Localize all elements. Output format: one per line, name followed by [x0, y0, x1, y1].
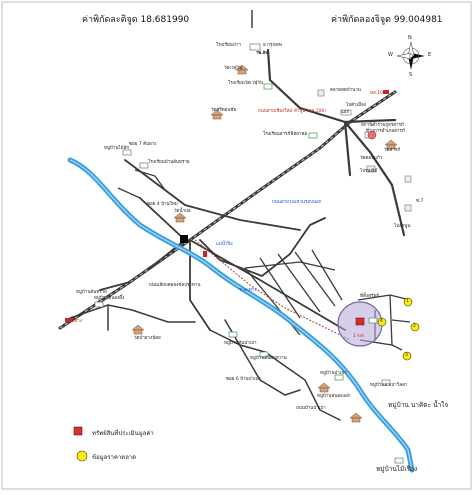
- comparable-number-4: 4: [380, 319, 383, 324]
- label-village-ban-nong: หมู่บ้านหนองแฝก: [317, 394, 351, 399]
- compass-north: N: [408, 35, 412, 41]
- legend-subject-swatch: [73, 426, 83, 436]
- label-village-bottom: หมู่บ้านไม้เรือง: [376, 465, 418, 473]
- label-market: ตลาดสดบ้านวน: [330, 88, 361, 93]
- legend-comparable-label: ข้อมูลราคาตลาด: [92, 454, 137, 461]
- comparable-marker-3: [402, 351, 412, 361]
- road-ring: [124, 159, 301, 231]
- label-soi-7: ซอย 7 ต้นยาง: [129, 142, 157, 147]
- label-lamphun: ไปลำพูน: [394, 224, 411, 229]
- legend-box: [73, 426, 88, 462]
- label-village-pa-pao: หมู่บ้านป่าเปา: [320, 371, 347, 376]
- label-school-2: โรงเรียนวัดเวฬุวัน: [228, 81, 263, 86]
- label-moo-village-left: ถ.ป่ายาง: [65, 319, 82, 324]
- label-temple-pa-lan: วัดศรีดอนชัย: [211, 108, 237, 113]
- label-village-right-2: หมู่บ้าน นาคิตะ น้ำใจ: [388, 401, 449, 409]
- label-school-4: โรงเรียนบ้านสันทราย: [148, 160, 190, 165]
- label-village-4: หมู่บ้านสันทราย: [76, 290, 107, 295]
- label-temple-top: วัดเวฬุวัน: [224, 66, 243, 71]
- legend-subject-label: ทรัพย์สินที่ประเมินมูลค่า: [92, 430, 154, 437]
- longitude-label: ค่าพิกัดลองจิจูด 99.004981: [331, 15, 443, 25]
- label-soi-4: ซอย 4 บ้านใหม่: [147, 202, 178, 207]
- school-icon: [94, 43, 404, 464]
- compass-east: E: [428, 52, 432, 58]
- comparable-number-2: 2: [413, 324, 416, 329]
- label-road-7: ซ.7: [416, 199, 424, 204]
- red-road: [194, 239, 351, 341]
- temple-icon: [131, 64, 398, 423]
- label-soi-6: ซอย 6 บ้านป่าเปา: [226, 377, 261, 382]
- label-school-3: โรงเรียนสารภีพิทยาคม: [263, 132, 308, 137]
- label-bypass: ถนนสายวงแหวนรอบนอก: [272, 200, 322, 205]
- compass-west: W: [388, 52, 393, 58]
- label-intersection: แยก: [341, 110, 350, 115]
- label-subject-site: ที่ตั้งทรัพย์: [360, 294, 380, 299]
- label-village-sansai: หมู่บ้านสันป่าเปา: [224, 341, 257, 346]
- label-village-right-1: หมู่บ้านป่าเปาวิลล่า: [370, 383, 408, 388]
- label-canal-road: ถนนเลียบคลองชลประทาน: [149, 283, 201, 288]
- road-north: [266, 48, 347, 124]
- label-road-1006: ถนนสายเชียงใหม่-ลำพูน (ทล.106): [258, 109, 326, 114]
- label-village-hang-dong: หมู่บ้านหนองผึ้ง: [94, 296, 125, 301]
- label-road-106: ทล.106: [370, 91, 386, 96]
- label-ping-river: แม่น้ำปิง: [216, 242, 233, 247]
- label-health-top: รพ.สต.: [256, 51, 270, 56]
- label-police: สถานีตำรวจภูธรสารภี: [361, 123, 404, 128]
- legend-comparable-swatch: [76, 450, 88, 462]
- label-bank-top: ธ.กรุงเทพ: [263, 43, 282, 48]
- label-village-nong-pueng: หมู่บ้านสันผักหวาน: [250, 356, 287, 361]
- road-sign-icon: [65, 90, 389, 322]
- label-road-8: ซ.8: [258, 51, 266, 56]
- label-radius: 1 km: [353, 334, 365, 339]
- comparable-number-1: 1: [406, 299, 409, 304]
- subject-marker: [355, 317, 365, 326]
- comparable-marker-4: [377, 317, 387, 327]
- comparable-marker-1: [403, 297, 413, 307]
- comparable-marker-2: [410, 322, 420, 332]
- label-district-office: ที่ว่าการอำเภอสารภี: [366, 129, 405, 134]
- label-km: ระยะทาง: [239, 288, 257, 293]
- road-east: [343, 120, 406, 237]
- latitude-label: ค่าพิกัดละติจูด 18.681990: [82, 15, 190, 25]
- compass-south: S: [409, 72, 413, 78]
- label-temple-ton-pao: วัดน้ำบ่อ: [174, 209, 191, 214]
- label-school-ban-pa-pao: หมู่บ้านไม้สัก: [104, 146, 130, 151]
- comparable-number-3: 3: [405, 353, 408, 358]
- label-temple-lower-left: วัดป่ายางน้อย: [134, 336, 161, 341]
- label-road-lower: ถนนบ้านป่าเปา: [296, 406, 326, 411]
- label-temple-dong: วัดดอนแก้ว: [360, 156, 383, 161]
- label-temple-saraphi: วัดสารภี: [384, 148, 401, 153]
- label-school-top: โรงเรียนป่าฯ: [216, 43, 241, 48]
- label-post-office: ไปรษณีย์: [360, 169, 378, 174]
- compass-icon: [396, 41, 425, 70]
- label-to-city: ไปตัวเมือง: [346, 103, 366, 108]
